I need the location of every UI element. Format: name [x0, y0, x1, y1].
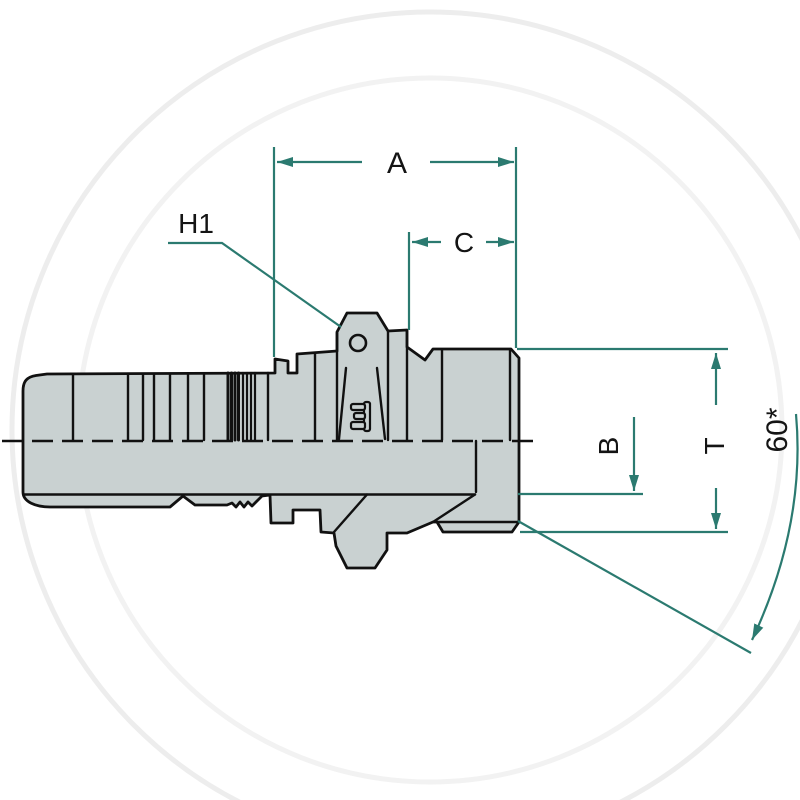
fitting-outline [21, 311, 521, 570]
dim-b-label: B [593, 437, 624, 456]
dim-a-label: A [387, 147, 407, 180]
h1-label: H1 [178, 208, 214, 239]
internal-edges [22, 493, 520, 534]
collar-lines [266, 329, 512, 494]
hose-barb-lines [71, 372, 206, 442]
dim-c-label: C [454, 227, 474, 258]
h1-leader-line [168, 241, 342, 328]
dim-t-label: T [699, 437, 730, 454]
thread-symbol-icon [349, 400, 372, 433]
cone-angle [517, 413, 799, 654]
hex-nut [337, 333, 387, 441]
hex-witness-circle [348, 333, 368, 353]
angle-label: 60* [761, 407, 794, 452]
extension-lines [272, 147, 728, 534]
fitting-body [21, 311, 521, 570]
serration-lines [226, 371, 257, 442]
